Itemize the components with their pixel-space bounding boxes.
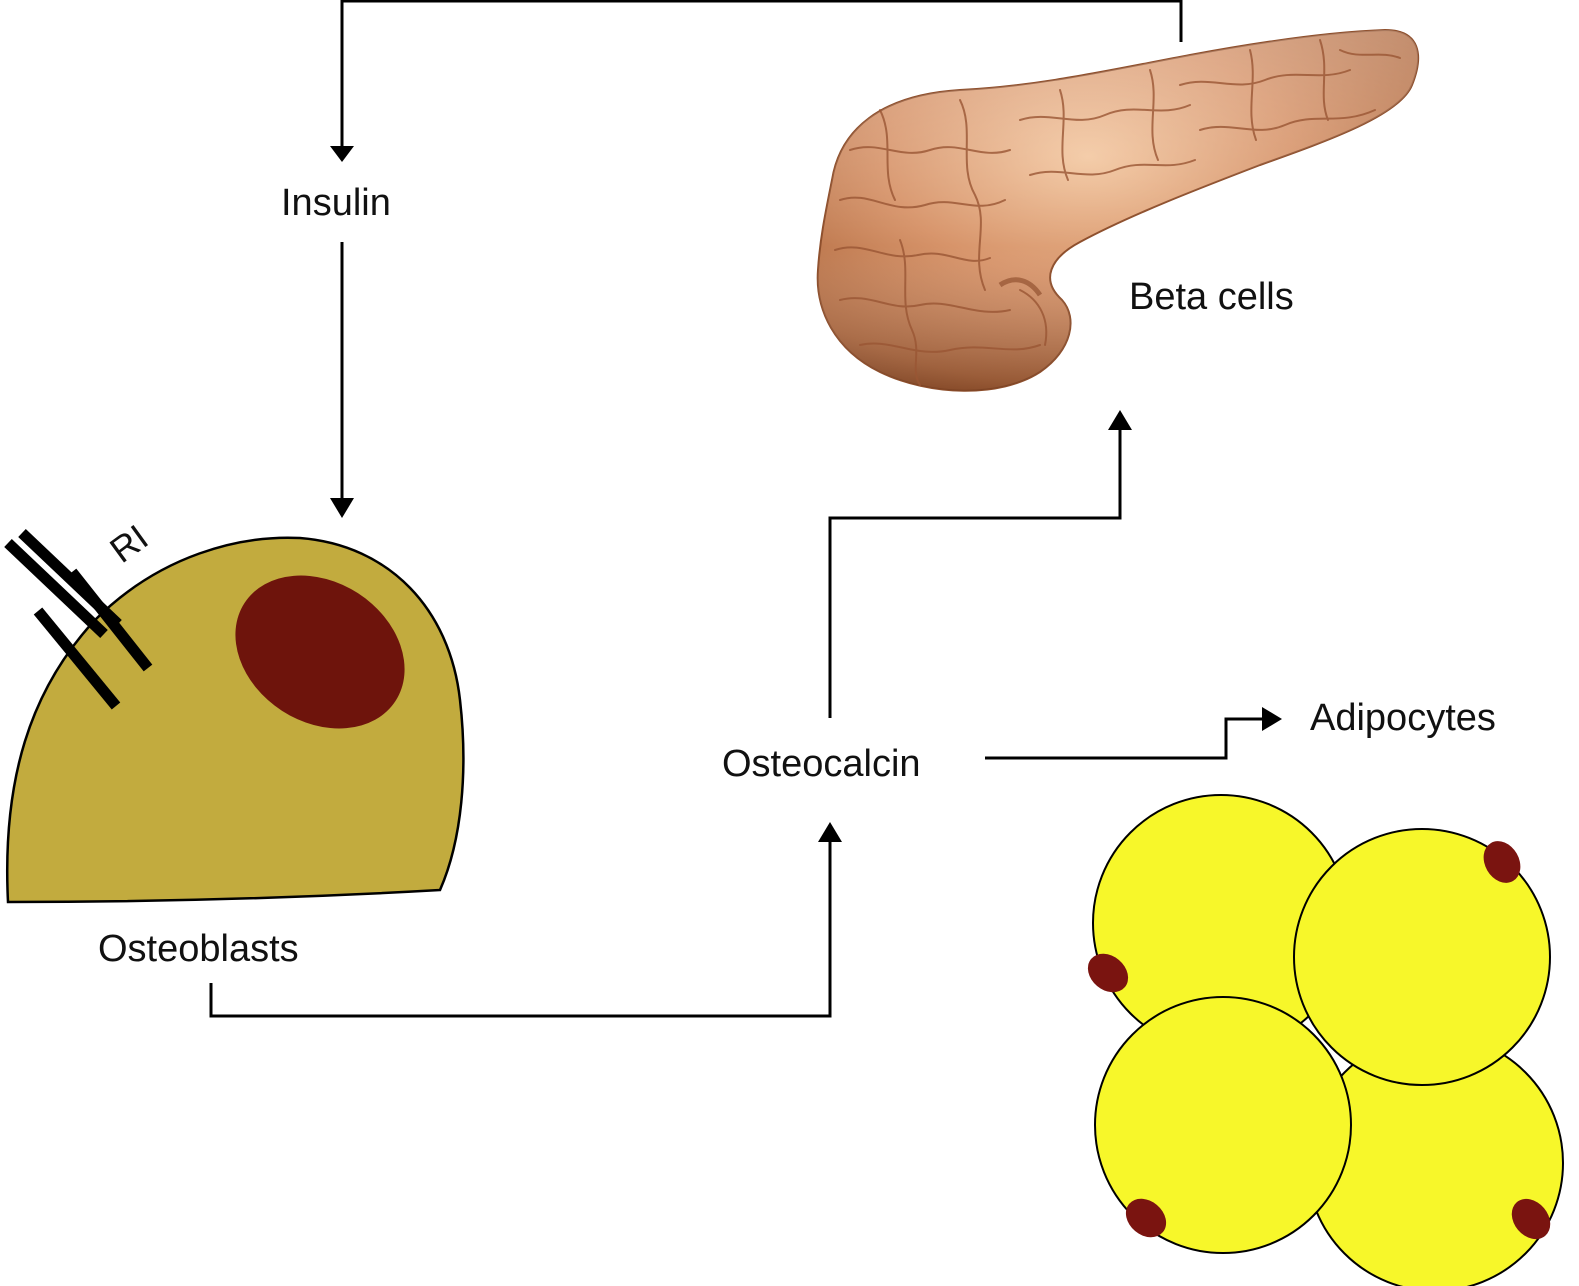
osteoblasts-label: Osteoblasts — [98, 928, 299, 970]
osteoblast-to-osteocalcin-arrow — [209, 822, 842, 1018]
adipocyte-nucleus — [1511, 1198, 1551, 1240]
beta-to-insulin-arrow — [330, 0, 1183, 162]
osteoblast-cell-icon — [4, 529, 465, 904]
osteoblast-nucleus — [235, 575, 405, 729]
pancreas-organ-icon — [816, 28, 1420, 392]
adipocyte-cell — [1293, 828, 1551, 1086]
adipocytes-label: Adipocytes — [1310, 697, 1496, 739]
osteocalcin-to-beta-arrow — [828, 410, 1132, 718]
adipocyte-cluster-icon — [1087, 794, 1564, 1286]
adipocyte-nucleus — [1483, 841, 1521, 883]
osteocalcin-label: Osteocalcin — [722, 743, 921, 785]
beta-cells-label: Beta cells — [1129, 276, 1294, 318]
insulin-receptor-icon — [4, 529, 153, 710]
insulin-to-osteoblast-arrow — [330, 242, 354, 518]
insulin-label: Insulin — [281, 182, 391, 224]
adipocyte-nucleus — [1125, 1198, 1167, 1238]
adipocyte-nucleus — [1087, 953, 1129, 993]
osteocalcin-to-adipocytes-arrow — [985, 707, 1282, 760]
adipocyte-cell — [1094, 996, 1352, 1254]
